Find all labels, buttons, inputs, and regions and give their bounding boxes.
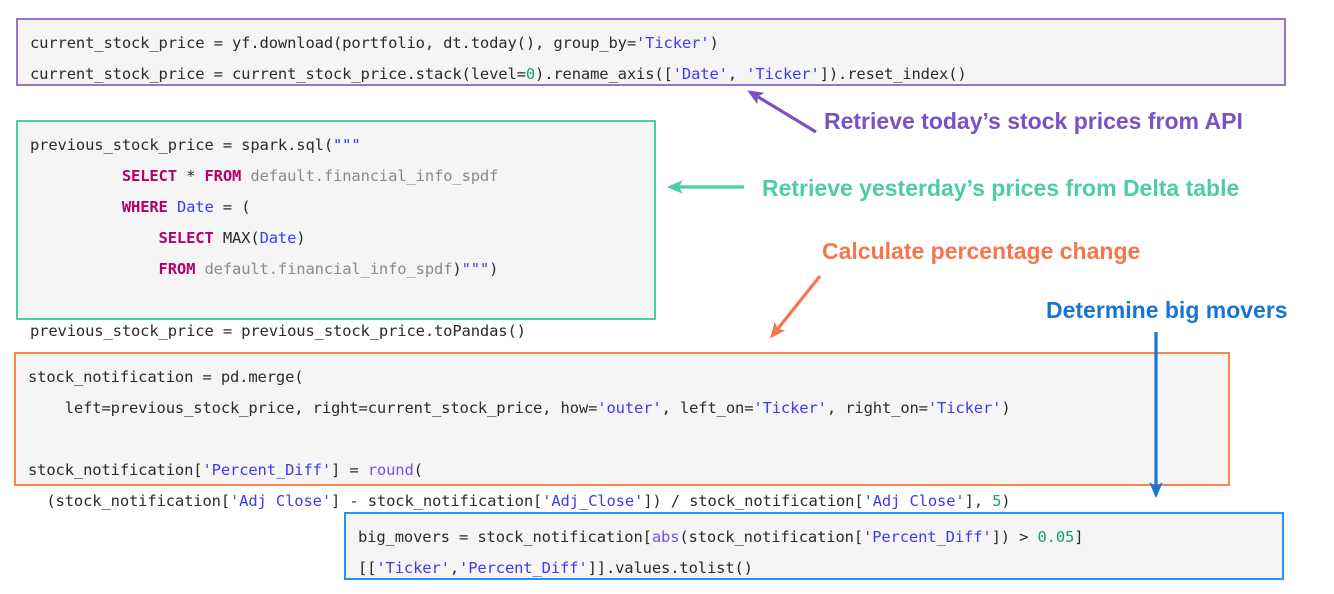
code-token-str: 'Date' [672, 65, 728, 83]
arrow-to-spark-sql-block [666, 180, 744, 194]
code-token-plain: ) [452, 260, 462, 278]
code-token-plain [30, 198, 122, 216]
arrow-to-big-movers-block [1149, 332, 1163, 499]
code-token-plain: = ( [213, 198, 251, 216]
code-token-kw: FROM [204, 167, 242, 185]
code-token-plain: current_stock_price = yf.download(portfo… [30, 34, 636, 52]
code-token-kw: SELECT [121, 167, 177, 185]
code-block-merge-percent-diff[interactable]: stock_notification = pd.merge( left=prev… [14, 352, 1230, 510]
code-token-plain: MAX( [213, 229, 260, 247]
code-token-plain: ( [413, 461, 423, 479]
code-token-str: 'Adj Close' [863, 492, 965, 510]
code-token-plain: big_movers = stock_notification[ [358, 528, 652, 546]
code-token-str: 'outer' [597, 399, 662, 417]
code-token-plain: ]).reset_index() [819, 65, 967, 83]
code-token-plain [168, 198, 177, 216]
code-token-str: 'Ticker' [746, 65, 820, 83]
code-token-tbl: default.financial_info_spdf [204, 260, 453, 278]
code-line: stock_notification['Percent_Diff'] = rou… [28, 455, 1218, 486]
code-token-str: 'Ticker' [753, 399, 827, 417]
code-token-plain [30, 167, 122, 185]
code-token-plain: (stock_notification[ [28, 492, 230, 510]
code-token-plain: ) [489, 260, 499, 278]
code-token-plain: , right_on= [826, 399, 928, 417]
code-token-plain [241, 167, 250, 185]
code-token-str: 'Percent_Diff' [202, 461, 332, 479]
code-token-plain: stock_notification = pd.merge( [28, 368, 304, 386]
code-line: [['Ticker','Percent_Diff']].values.tolis… [358, 553, 1272, 584]
code-token-str: 'Ticker' [636, 34, 710, 52]
code-line: SELECT * FROM default.financial_info_spd… [30, 161, 644, 192]
code-token-kw: FROM [158, 260, 196, 278]
code-token-str: """ [333, 136, 361, 154]
code-token-plain: ] - stock_notification[ [331, 492, 543, 510]
code-token-plain: stock_notification[ [28, 461, 203, 479]
code-token-str: 'Percent_Diff' [863, 528, 992, 546]
code-token-plain [30, 260, 159, 278]
code-token-plain: ] = [331, 461, 368, 479]
code-line: previous_stock_price = spark.sql(""" [30, 130, 644, 161]
code-token-col: Date [176, 198, 214, 216]
code-token-plain: ) [1001, 492, 1011, 510]
code-token-plain: ) [296, 229, 306, 247]
code-token-plain: ], [964, 492, 993, 510]
code-token-kw: WHERE [121, 198, 168, 216]
code-token-tbl: default.financial_info_spdf [250, 167, 499, 185]
code-line: big_movers = stock_notification[abs(stoc… [358, 522, 1272, 553]
code-token-str: 'Percent_Diff' [459, 559, 588, 577]
code-line: stock_notification = pd.merge( [28, 362, 1218, 393]
code-token-plain: , [449, 559, 460, 577]
code-line: current_stock_price = current_stock_pric… [30, 59, 1274, 90]
code-token-str: 'Ticker' [927, 399, 1002, 417]
code-token-plain: previous_stock_price = previous_stock_pr… [30, 322, 526, 340]
code-token-kw: SELECT [158, 229, 214, 247]
code-token-plain: ]) > [991, 528, 1038, 546]
code-token-plain: , left_on= [661, 399, 754, 417]
code-line: FROM default.financial_info_spdf)""") [30, 254, 644, 285]
code-token-fn: abs [651, 528, 680, 546]
arrow-to-download-block [747, 90, 817, 134]
code-token-plain: ]].values.tolist() [587, 559, 753, 577]
code-token-plain: ) [1001, 399, 1011, 417]
code-block-download-prices[interactable]: current_stock_price = yf.download(portfo… [16, 18, 1286, 86]
code-block-spark-sql[interactable]: previous_stock_price = spark.sql(""" SEL… [16, 120, 656, 340]
code-line: WHERE Date = ( [30, 192, 644, 223]
code-block-big-movers[interactable]: big_movers = stock_notification[abs(stoc… [344, 512, 1284, 580]
annotation-percent-label: Calculate percentage change [822, 238, 1141, 264]
code-token-plain: current_stock_price = current_stock_pric… [30, 65, 526, 83]
code-token-plain [30, 229, 159, 247]
code-token-plain: ] [1074, 528, 1084, 546]
code-line: current_stock_price = yf.download(portfo… [30, 28, 1274, 59]
annotation-api-label: Retrieve today’s stock prices from API [824, 108, 1243, 134]
code-line: left=previous_stock_price, right=current… [28, 393, 1218, 424]
code-token-plain: , [727, 65, 747, 83]
code-line: (stock_notification['Adj Close'] - stock… [28, 486, 1218, 517]
code-token-plain: [[ [358, 559, 377, 577]
code-line [30, 285, 644, 316]
code-token-fn: round [367, 461, 414, 479]
code-token-plain: ]) / stock_notification[ [643, 492, 864, 510]
code-token-col: Date [259, 229, 297, 247]
code-line: SELECT MAX(Date) [30, 223, 644, 254]
code-line: previous_stock_price = previous_stock_pr… [30, 316, 644, 347]
code-token-plain: * [176, 167, 205, 185]
code-token-str: 'Adj_Close' [542, 492, 644, 510]
code-line [28, 424, 1218, 455]
code-token-str: 'Adj Close' [230, 492, 331, 510]
code-token-num: 0.05 [1037, 528, 1075, 546]
code-token-plain: left=previous_stock_price, right=current… [28, 399, 598, 417]
code-token-plain: ).rename_axis([ [535, 65, 673, 83]
annotation-delta-label: Retrieve yesterday’s prices from Delta t… [762, 175, 1240, 201]
code-token-str: """ [461, 260, 490, 278]
code-token-plain: (stock_notification[ [679, 528, 864, 546]
code-token-num: 5 [992, 492, 1002, 510]
code-token-plain: ) [709, 34, 719, 52]
code-token-str: 'Ticker' [376, 559, 450, 577]
code-token-plain: previous_stock_price = spark.sql( [30, 136, 333, 154]
arrow-to-merge-block [770, 275, 822, 339]
annotation-movers-label: Determine big movers [1046, 297, 1288, 323]
code-token-num: 0 [525, 65, 536, 83]
